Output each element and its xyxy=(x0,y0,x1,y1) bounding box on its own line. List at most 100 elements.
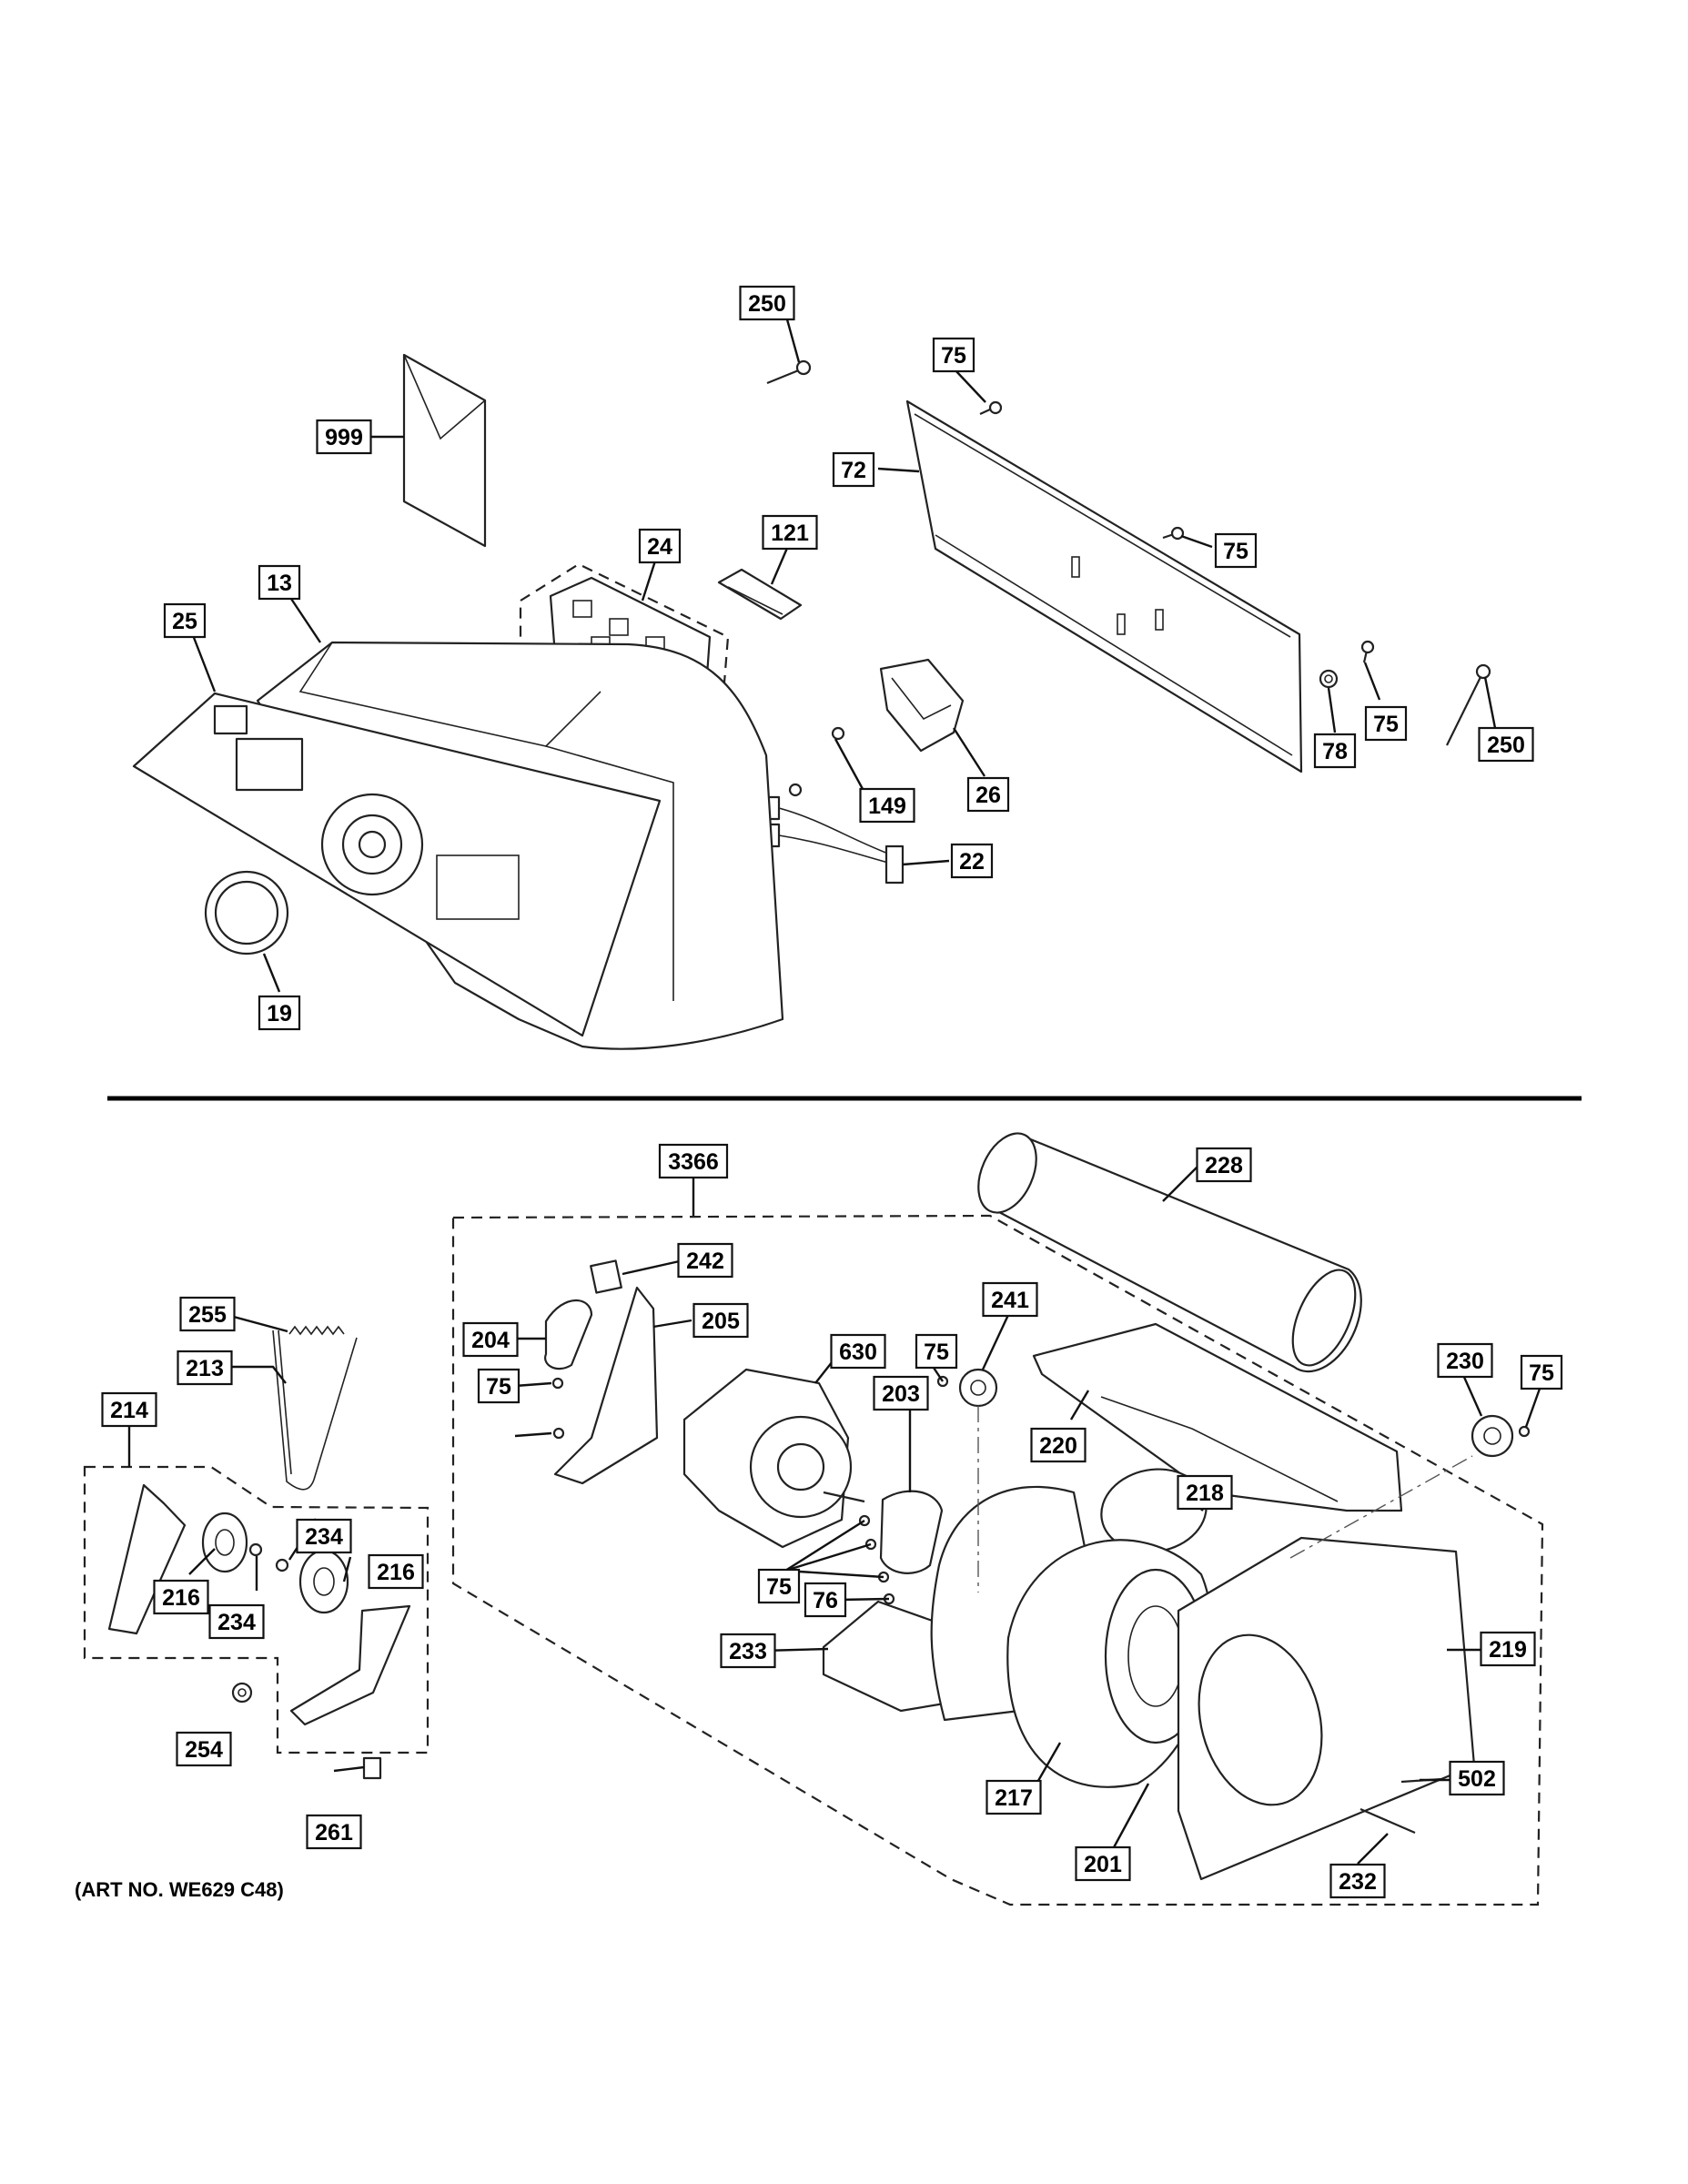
callout-number: 261 xyxy=(315,1820,353,1845)
callout-box xyxy=(966,776,1010,813)
callout-number: 217 xyxy=(995,1785,1033,1811)
callout-box xyxy=(1480,1631,1536,1667)
callout-box xyxy=(1329,1863,1386,1899)
callout-box xyxy=(873,1375,929,1411)
part-switch xyxy=(590,1259,622,1294)
callout-number: 233 xyxy=(729,1639,767,1664)
callout-box xyxy=(658,1143,729,1179)
part-motor-mount-clip xyxy=(544,1299,593,1370)
callout-number: 78 xyxy=(1322,739,1348,764)
callout-box xyxy=(462,1321,519,1358)
callout-number: 234 xyxy=(217,1610,256,1635)
callout-217: 217 xyxy=(986,1779,1042,1815)
callout-number: 72 xyxy=(841,458,866,483)
callout-number: 75 xyxy=(1529,1360,1554,1386)
callout-201: 201 xyxy=(1075,1845,1131,1882)
callout-630: 630 xyxy=(830,1333,886,1370)
part-manual-envelope xyxy=(402,353,487,548)
callout-box xyxy=(1520,1354,1563,1390)
callout-box xyxy=(1313,733,1357,769)
callout-box xyxy=(101,1391,157,1428)
part-idler-arm-left xyxy=(107,1483,187,1635)
callout-box xyxy=(1196,1147,1252,1183)
part-bearing-241 xyxy=(958,1368,998,1408)
callout-149: 149 xyxy=(859,787,915,824)
callout-box xyxy=(163,602,207,639)
callout-box xyxy=(677,1242,733,1279)
callout-216: 216 xyxy=(153,1579,209,1615)
callout-number: 26 xyxy=(975,783,1001,808)
callout-box xyxy=(177,1350,233,1386)
part-backsplash-panel xyxy=(905,399,1303,774)
callout-234: 234 xyxy=(208,1603,265,1640)
callout-box xyxy=(208,1603,265,1640)
callout-box xyxy=(1478,726,1534,763)
callout-number: 250 xyxy=(748,291,786,317)
callout-number: 19 xyxy=(267,1001,292,1026)
callout-213: 213 xyxy=(177,1350,233,1386)
callout-22: 22 xyxy=(950,843,994,879)
assembly-outline-214 xyxy=(83,1465,430,1754)
callout-76: 76 xyxy=(804,1582,847,1618)
assembly-axis-lines xyxy=(977,1406,1473,1592)
part-idler-arm-right xyxy=(289,1604,411,1726)
callout-242: 242 xyxy=(677,1242,733,1279)
callout-box xyxy=(982,1281,1038,1318)
callout-number: 22 xyxy=(959,849,985,875)
callout-number: 255 xyxy=(188,1302,227,1328)
callout-box xyxy=(720,1633,776,1669)
callout-box xyxy=(477,1368,521,1404)
callout-241: 241 xyxy=(982,1281,1038,1318)
callout-box xyxy=(950,843,994,879)
callout-75: 75 xyxy=(1520,1354,1563,1390)
callout-number: 201 xyxy=(1084,1852,1122,1877)
callout-box xyxy=(316,419,372,455)
callout-box xyxy=(258,995,301,1031)
part-drive-motor xyxy=(682,1368,865,1549)
callout-232: 232 xyxy=(1329,1863,1386,1899)
callout-number: 241 xyxy=(991,1288,1029,1313)
callout-box xyxy=(1075,1845,1131,1882)
callout-24: 24 xyxy=(638,528,682,564)
callout-502: 502 xyxy=(1449,1760,1505,1796)
callout-number: 216 xyxy=(377,1560,415,1585)
callout-number: 213 xyxy=(186,1356,224,1381)
callout-box xyxy=(986,1779,1042,1815)
part-clips xyxy=(788,726,845,797)
callout-214: 214 xyxy=(101,1391,157,1428)
callout-250: 250 xyxy=(1478,726,1534,763)
callout-box xyxy=(1364,705,1408,742)
callout-26: 26 xyxy=(966,776,1010,813)
callout-75: 75 xyxy=(477,1368,521,1404)
callout-box xyxy=(804,1582,847,1618)
assembly-outline-3366 xyxy=(451,1214,1544,1906)
part-drive-belt xyxy=(272,1330,358,1491)
callout-number: 216 xyxy=(162,1585,200,1611)
leader-lines xyxy=(127,318,1541,1865)
part-idler-pulley-right xyxy=(298,1549,349,1614)
callout-box xyxy=(692,1302,749,1339)
callout-number: 232 xyxy=(1339,1869,1377,1895)
callout-number: 250 xyxy=(1487,733,1525,758)
callout-number: 76 xyxy=(813,1588,838,1613)
callout-3366: 3366 xyxy=(658,1143,729,1179)
callout-19: 19 xyxy=(258,995,301,1031)
callout-number: 25 xyxy=(172,609,197,634)
callout-box xyxy=(296,1518,352,1554)
callout-box xyxy=(1449,1760,1505,1796)
callout-number: 254 xyxy=(185,1737,223,1763)
part-wifi-board xyxy=(717,568,803,621)
callout-number: 13 xyxy=(267,571,292,596)
callout-number: 242 xyxy=(686,1249,724,1274)
callout-121: 121 xyxy=(762,514,818,551)
callout-box xyxy=(179,1296,236,1332)
callout-230: 230 xyxy=(1437,1342,1493,1379)
callout-number: 219 xyxy=(1489,1637,1527,1663)
callout-number: 205 xyxy=(702,1309,740,1334)
callout-254: 254 xyxy=(176,1731,232,1767)
part-exhaust-duct xyxy=(977,1132,1362,1373)
part-washers xyxy=(231,1542,289,1704)
callout-box xyxy=(859,787,915,824)
callout-261: 261 xyxy=(306,1814,362,1850)
